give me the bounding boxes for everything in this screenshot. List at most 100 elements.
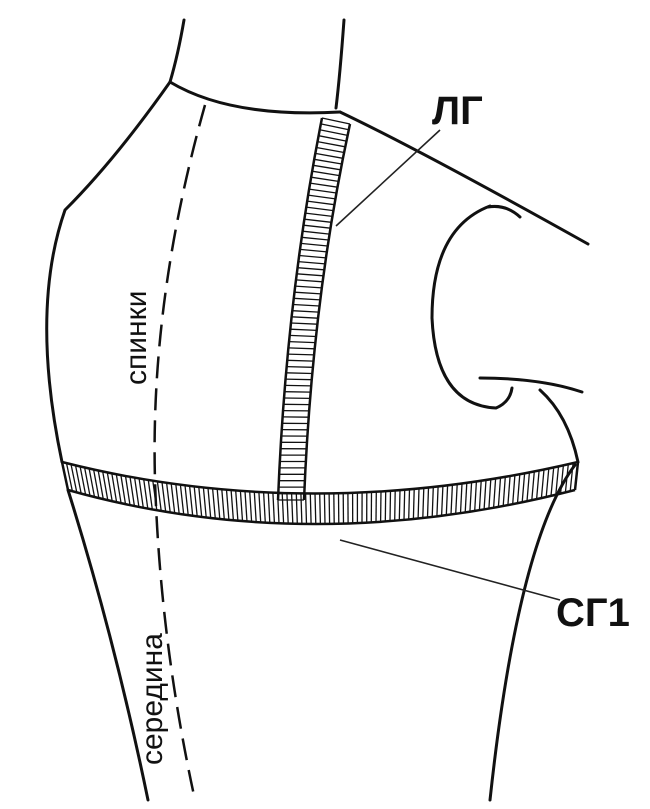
hatch-line — [293, 297, 321, 301]
hatch-line — [320, 123, 349, 131]
hatch-line — [179, 484, 185, 515]
hatch-line — [464, 482, 468, 513]
hatch-line — [469, 482, 473, 512]
hatch-line — [244, 491, 248, 522]
hatch-line — [290, 328, 317, 332]
underarm-line — [478, 376, 584, 394]
side-seam-upper — [538, 388, 580, 464]
hatch-line — [308, 194, 336, 200]
hatch-line — [79, 466, 87, 495]
hatch-line — [300, 493, 303, 524]
hatch-line — [497, 477, 502, 507]
chest-girth-band — [60, 460, 580, 526]
back-contour-left — [45, 80, 172, 464]
hatch-line — [211, 488, 216, 519]
hatch-line — [286, 493, 289, 524]
hatch-line — [455, 484, 458, 514]
hatch-line — [412, 488, 415, 520]
hatch-line — [61, 461, 69, 491]
hatch-line — [170, 483, 176, 514]
hatch-line — [152, 480, 158, 511]
shoulder-line — [338, 110, 590, 246]
hatch-line — [253, 491, 257, 523]
hatch-line — [516, 474, 521, 504]
hatch-line — [133, 477, 140, 507]
hatch-line — [304, 218, 332, 223]
hatch-line — [102, 471, 109, 501]
hatch-line — [285, 378, 312, 381]
chest-girth-band-hatching — [61, 461, 579, 525]
hatch-line — [297, 267, 325, 271]
hatch-line — [459, 483, 463, 514]
hatch-line — [559, 465, 565, 494]
hatch-line — [426, 487, 430, 518]
shoulder-blade-band-hatching — [278, 117, 351, 501]
hatch-line — [207, 487, 212, 519]
neck-right-line — [334, 18, 346, 110]
hatch-line — [272, 492, 276, 524]
hatch-line — [299, 248, 327, 253]
hatch-line — [319, 129, 348, 137]
hatch-line — [389, 490, 392, 522]
label-middle-word: середина — [136, 633, 169, 765]
hatch-line — [422, 487, 425, 519]
hatch-line — [286, 372, 313, 375]
lg-leader-line — [335, 129, 441, 227]
hatch-line — [138, 478, 144, 508]
hatch-line — [184, 485, 189, 516]
hatch-line — [92, 469, 100, 499]
hatch-line — [193, 486, 198, 517]
hatch-line — [165, 482, 171, 513]
hatch-line — [83, 467, 91, 497]
label-back-word: спинки — [120, 291, 153, 385]
hatch-line — [302, 230, 330, 235]
hatch-line — [161, 482, 167, 512]
hatch-line — [315, 152, 344, 159]
hatch-line — [328, 493, 331, 524]
hatch-line — [299, 254, 326, 259]
hatch-line — [445, 485, 449, 516]
hatch-line — [512, 475, 516, 505]
hatch-line — [296, 273, 324, 277]
hatch-line — [304, 493, 308, 525]
hatch-line — [289, 334, 317, 338]
hatch-line — [417, 488, 420, 519]
hatch-line — [492, 478, 497, 508]
hatch-line — [143, 479, 149, 509]
hatch-line — [295, 279, 323, 283]
hatch-line — [286, 365, 313, 368]
hatch-line — [545, 468, 550, 498]
hatch-line — [281, 492, 285, 524]
hatch-line — [276, 492, 280, 524]
hatch-line — [318, 135, 347, 142]
label-sg1: СГ1 — [556, 591, 630, 635]
hatch-line — [188, 485, 194, 516]
hatch-line — [314, 493, 317, 525]
hatch-line — [550, 467, 555, 496]
hatch-line — [474, 481, 478, 512]
hatch-line — [555, 466, 560, 495]
hatch-line — [290, 493, 294, 524]
hatch-line — [540, 469, 545, 499]
hatch-line — [535, 470, 540, 500]
hatch-line — [569, 463, 574, 492]
hatch-line — [235, 490, 239, 521]
sleeve-top-line — [486, 205, 522, 219]
hatch-line — [507, 475, 511, 506]
hatch-line — [483, 479, 487, 510]
shoulder-blade-band — [276, 117, 352, 501]
hatch-line — [65, 462, 74, 492]
hatch-line — [267, 492, 271, 523]
hatch-line — [526, 472, 531, 502]
hatch-line — [298, 260, 326, 265]
hatch-line — [431, 486, 434, 518]
hatch-line — [295, 285, 322, 289]
hatch-line — [478, 480, 482, 511]
hatch-line — [106, 472, 113, 502]
sg1-leader-line — [339, 539, 561, 601]
hatch-line — [440, 485, 444, 516]
hatch-line — [305, 212, 333, 218]
hatch-line — [288, 340, 316, 344]
hatch-line — [307, 200, 335, 206]
